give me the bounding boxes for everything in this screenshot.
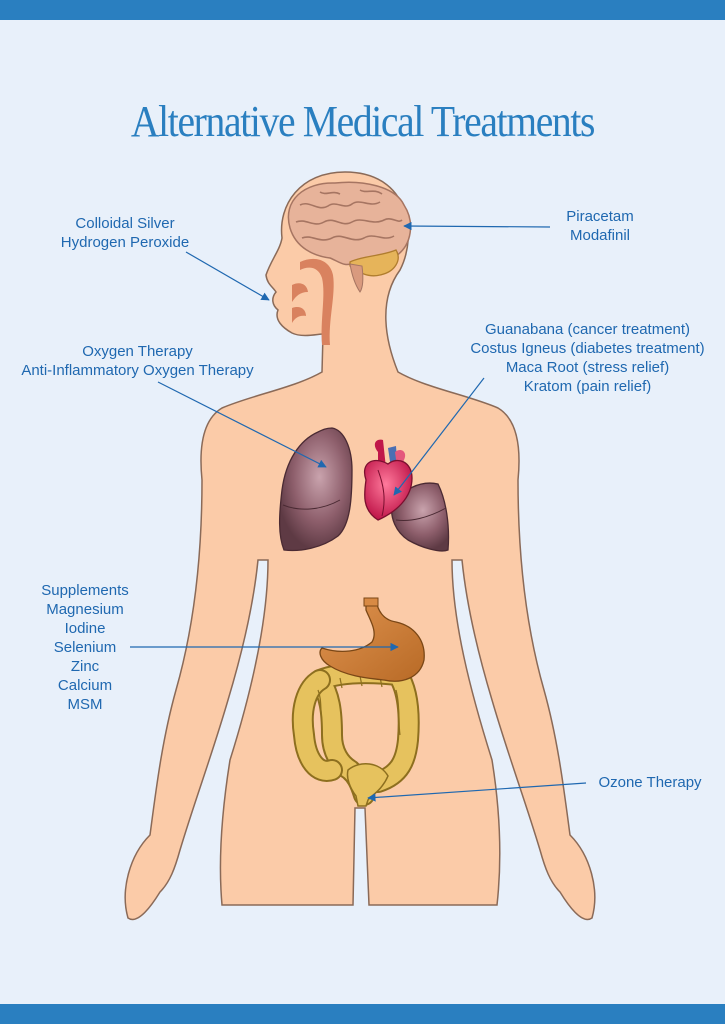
label-line: Anti-Inflammatory Oxygen Therapy <box>21 362 254 379</box>
label-heart-treatments: Guanabana (cancer treatment) Costus Igne… <box>450 320 725 396</box>
label-stomach-treatments: Supplements Magnesium Iodine Selenium Zi… <box>20 581 150 714</box>
arrow-brain <box>403 221 551 231</box>
label-line: Hydrogen Peroxide <box>60 234 190 251</box>
label-line: Colloidal Silver <box>75 215 175 232</box>
label-line: Kratom (pain relief) <box>523 378 652 395</box>
label-lung-treatments: Oxygen Therapy Anti-Inflammatory Oxygen … <box>0 342 275 380</box>
label-line: Piracetam <box>566 208 634 225</box>
label-brain-treatments: Piracetam Modafinil <box>540 207 660 245</box>
page-title: Alternative Medical Treatments <box>130 97 596 146</box>
intestines <box>291 662 420 807</box>
bottom-accent-bar <box>0 1004 725 1024</box>
brain <box>287 181 412 293</box>
arrow-heart <box>393 377 485 496</box>
label-line: Supplements <box>41 582 129 599</box>
airway <box>292 258 334 345</box>
label-rectum-treatments: Ozone Therapy <box>585 773 715 792</box>
annotation-arrows <box>130 221 587 802</box>
label-line: Selenium <box>53 639 117 656</box>
label-line: Costus Igneus (diabetes treatment) <box>470 340 705 357</box>
top-accent-bar <box>0 0 725 20</box>
label-line: Magnesium <box>46 601 124 618</box>
label-line: Calcium <box>57 677 113 694</box>
label-line: Oxygen Therapy <box>82 343 193 360</box>
lungs <box>278 427 450 552</box>
label-line: Maca Root (stress relief) <box>505 359 670 376</box>
arrow-mouth <box>185 251 270 301</box>
label-line: MSM <box>67 696 103 713</box>
heart <box>363 439 413 521</box>
label-line: Zinc <box>70 658 100 675</box>
stomach <box>319 597 425 682</box>
label-mouth-treatments: Colloidal Silver Hydrogen Peroxide <box>40 214 210 252</box>
label-line: Guanabana (cancer treatment) <box>484 321 691 338</box>
body-silhouette <box>124 171 596 921</box>
arrow-rectum <box>367 782 587 802</box>
label-line: Iodine <box>64 620 106 637</box>
label-line: Ozone Therapy <box>598 774 702 791</box>
label-line: Modafinil <box>569 227 631 244</box>
arrow-lungs <box>157 381 327 468</box>
